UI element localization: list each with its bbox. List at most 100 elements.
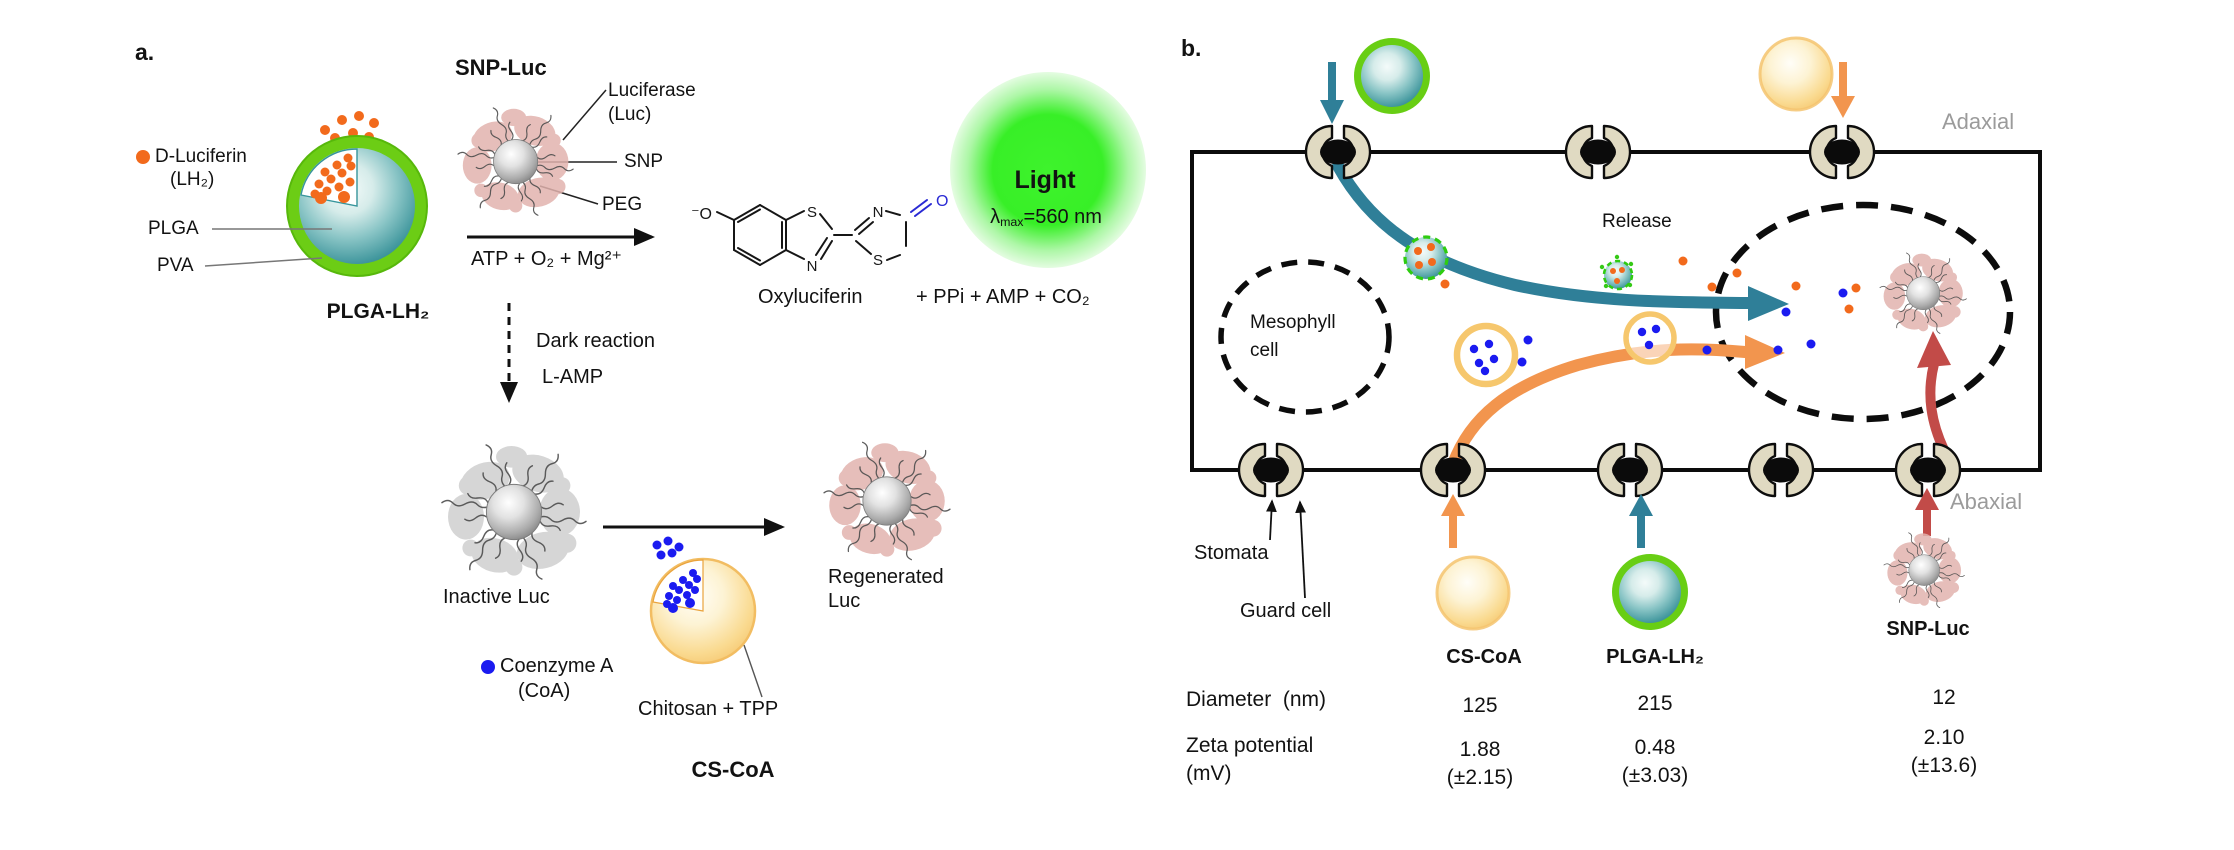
substrates-label: ATP + O₂ + Mg²⁺	[471, 248, 622, 270]
diameter-row-label: Diameter (nm)	[1186, 688, 1327, 711]
stomata-row	[1237, 124, 1962, 498]
pva-coat-ring	[286, 135, 428, 277]
plga-particle-in-transit	[1403, 235, 1449, 281]
snp-luc-title: SNP-Luc	[455, 55, 547, 80]
zeta-plga-lh2: 0.48	[1634, 736, 1676, 759]
released-luciferin-dots	[1440, 256, 1861, 314]
plga-lh2-sphere-top	[1354, 38, 1430, 114]
luciferin-legend-line2: (LH₂)	[170, 169, 215, 190]
luciferin-legend-dot	[136, 150, 150, 164]
cs-coa-sphere-bottom	[1435, 555, 1511, 631]
zeta-cs-coa: 1.88	[1459, 738, 1501, 761]
coa-legend-dot	[481, 660, 495, 674]
diameter-cs-coa: 125	[1462, 694, 1498, 717]
zeta-row-label-line2: (mV)	[1186, 762, 1232, 785]
zeta-sd-plga-lh2: (±3.03)	[1621, 764, 1689, 787]
regenerated-label-line1: Regenerated	[828, 566, 944, 588]
stomata-label: Stomata	[1194, 542, 1269, 564]
mesophyll-label-line1: Mesophyll	[1250, 312, 1336, 333]
atom-s1: S	[807, 204, 817, 221]
luciferase-label-line1: Luciferase	[608, 80, 696, 101]
cutaway-wedge	[652, 559, 704, 612]
orange-flow-arrow	[1447, 335, 1785, 470]
zeta-snp-luc: 2.10	[1923, 726, 1965, 749]
lambda-value: =560 nm	[1023, 206, 1102, 228]
zeta-sd-cs-coa: (±2.15)	[1446, 766, 1514, 789]
chitosan-label: Chitosan + TPP	[638, 698, 779, 720]
coenzyme-label-line1: Coenzyme A	[500, 655, 614, 677]
coenzyme-label-line2: (CoA)	[518, 680, 571, 702]
dark-reaction-label: Dark reaction	[536, 330, 655, 352]
peg-label: PEG	[602, 194, 643, 215]
atom-o-minus: ⁻O	[691, 206, 712, 223]
atom-n2: N	[873, 204, 884, 221]
mesophyll-cell-circle	[1218, 259, 1392, 415]
atom-s2: S	[873, 252, 883, 269]
snp-label: SNP	[624, 151, 664, 172]
column-plga-lh2-title: PLGA-LH₂	[1606, 646, 1704, 668]
cs-coa-particle-releasing	[1623, 311, 1677, 365]
snp-luc-particle-in-cell	[1879, 251, 1967, 336]
cs-coa-sphere-top	[1758, 36, 1834, 112]
cutaway-wedge	[300, 148, 358, 207]
coa-dots-inside	[663, 569, 701, 613]
lambda-sub: max	[1000, 215, 1024, 230]
teal-flow-arrow	[1332, 160, 1789, 321]
cs-coa-particle-in-transit	[1453, 322, 1519, 388]
chitosan-leader-line	[743, 644, 763, 698]
lambda-max-label: λmax=560 nm	[990, 206, 1102, 230]
panel-a-label: a.	[135, 39, 155, 65]
mesophyll-label-line2: cell	[1250, 340, 1279, 361]
chitosan-core	[649, 557, 757, 665]
inactive-luc-label: Inactive Luc	[443, 586, 550, 608]
column-cs-coa-title: CS-CoA	[1446, 646, 1522, 668]
plga-lh2-sphere-bottom	[1612, 554, 1688, 630]
label-pointer-arrows	[1266, 499, 1306, 599]
red-flow-arrow	[1917, 331, 1951, 455]
entry-arrows	[1320, 62, 1939, 548]
released-coa-dots	[1517, 288, 1848, 367]
cs-coa-title: CS-CoA	[691, 757, 775, 782]
diameter-plga-lh2: 215	[1637, 692, 1673, 715]
cs-coa-sphere-diagram	[649, 536, 757, 665]
pva-label: PVA	[157, 255, 194, 276]
products-label: + PPi + AMP + CO₂	[916, 286, 1090, 308]
luciferin-legend-line1: D-Luciferin	[155, 146, 247, 167]
guard-cell-label: Guard cell	[1240, 600, 1332, 622]
plga-label: PLGA	[148, 218, 199, 239]
snp-luc-leader-lines	[520, 89, 617, 205]
luciferin-dots-inside	[310, 153, 356, 204]
regenerated-luc-particle	[823, 439, 951, 563]
plga-pva-leader-lines	[204, 228, 332, 267]
snp-luc-particle-bottom	[1883, 530, 1965, 610]
abaxial-label: Abaxial	[1950, 489, 2023, 514]
atom-n1: N	[807, 258, 818, 275]
plga-core	[299, 148, 415, 264]
bioluminescence-glow	[950, 72, 1146, 268]
column-snp-luc-title: SNP-Luc	[1886, 618, 1970, 640]
release-label: Release	[1602, 211, 1672, 232]
plga-lh2-title: PLGA-LH₂	[326, 300, 430, 323]
light-title: Light	[1014, 166, 1076, 194]
zeta-row-label-line1: Zeta potential	[1186, 734, 1314, 757]
atom-o: O	[936, 193, 948, 210]
lambda: λ	[990, 206, 1001, 228]
l-amp-label: L-AMP	[542, 366, 604, 388]
leaf-cross-section	[1190, 36, 2042, 631]
regenerated-label-line2: Luc	[828, 590, 861, 612]
panel-b-label: b.	[1181, 35, 1202, 61]
plga-particle-releasing	[1599, 254, 1634, 291]
luciferase-label-line2: (Luc)	[608, 104, 652, 125]
plga-lh2-sphere-diagram	[286, 111, 428, 277]
inactive-luc-particle	[441, 441, 587, 583]
zeta-sd-snp-luc: (±13.6)	[1910, 754, 1978, 777]
oxyluciferin-structure: ⁻O S N N S O	[691, 193, 948, 275]
leaf-outline	[1190, 150, 2042, 472]
diameter-snp-luc: 12	[1932, 686, 1956, 709]
oxyluciferin-label: Oxyluciferin	[758, 286, 863, 308]
coa-dots-outside	[652, 536, 684, 560]
snp-luc-particle-diagram	[457, 105, 574, 218]
adaxial-label: Adaxial	[1942, 109, 2015, 134]
target-cell-ellipse	[1712, 201, 2014, 423]
